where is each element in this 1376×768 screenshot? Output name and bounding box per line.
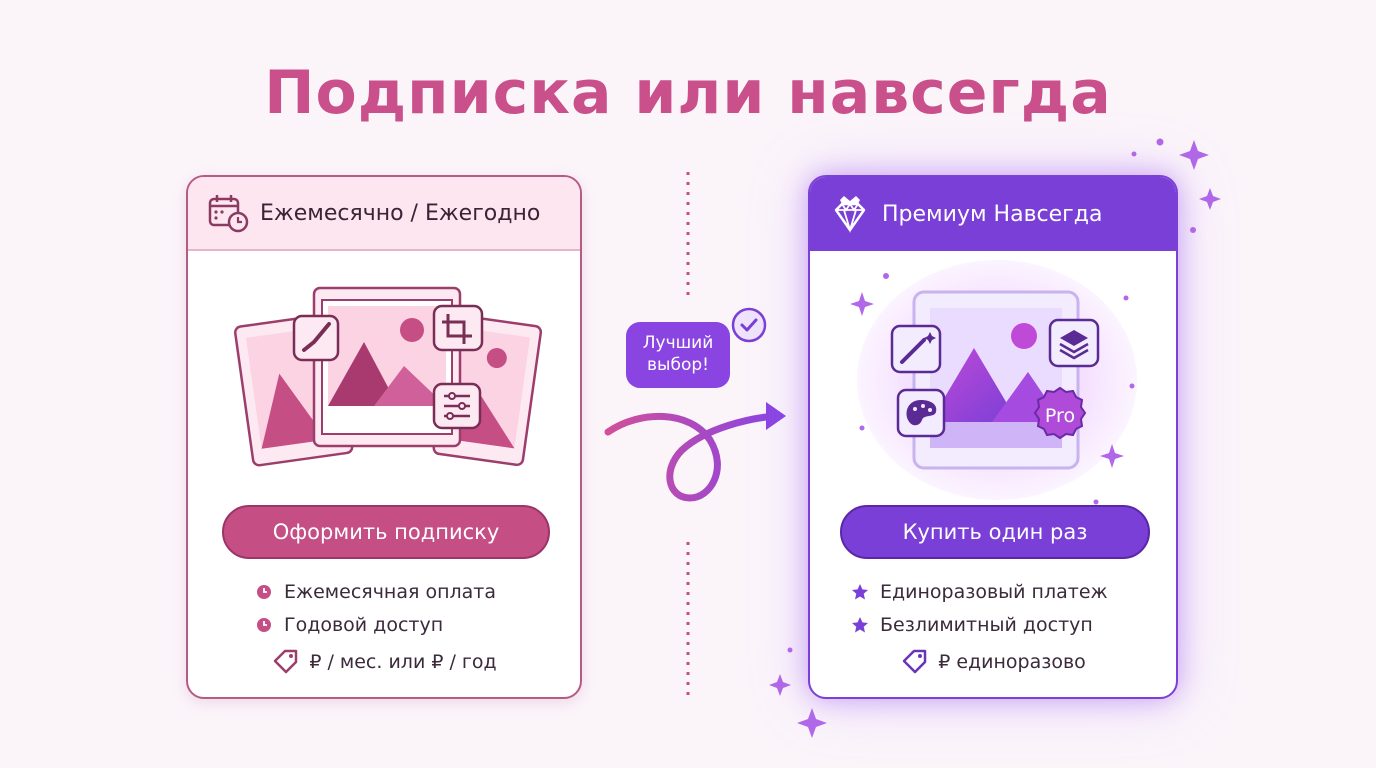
lifetime-price: ₽ единоразово <box>810 647 1176 677</box>
sparkle-icon <box>769 674 791 696</box>
clock-icon <box>257 617 271 632</box>
price-tag-icon <box>274 649 298 674</box>
sparkle-icon <box>1179 140 1209 170</box>
list-item: Безлимитный доступ <box>850 608 1108 641</box>
best-choice-badge: Лучший выбор! <box>626 322 730 388</box>
diamond-crown-icon <box>834 196 866 234</box>
price-label: ₽ единоразово <box>938 651 1086 673</box>
price-tag-icon <box>902 649 927 674</box>
sparkle-icon <box>1199 188 1221 210</box>
lifetime-features: Единоразовый платеж Безлимитный доступ <box>850 575 1108 641</box>
list-item: Годовой доступ <box>254 608 496 641</box>
feature-label: Единоразовый платеж <box>880 580 1108 603</box>
buy-once-button[interactable]: Купить один раз <box>840 505 1150 559</box>
feature-label: Ежемесячная оплата <box>284 580 497 603</box>
calendar-clock-icon <box>208 195 249 233</box>
list-item: Ежемесячная оплата <box>254 575 496 608</box>
star-icon <box>852 616 868 632</box>
clock-icon <box>257 584 271 599</box>
subscription-card-header: Ежемесячно / Ежегодно <box>188 177 580 251</box>
feature-label: Безлимитный доступ <box>880 613 1093 636</box>
price-label: ₽ / мес. или ₽ / год <box>309 651 497 673</box>
check-icon <box>731 307 767 343</box>
lifetime-card-title: Премиум Навсегда <box>882 201 1103 227</box>
photo-stack-illustration <box>233 286 543 467</box>
pro-badge-label: Pro <box>1044 405 1076 427</box>
loop-arrow-icon <box>604 402 786 502</box>
lifetime-card: Премиум Навсегда <box>808 175 1178 699</box>
subscription-price: ₽ / мес. или ₽ / год <box>188 647 580 677</box>
star-icon <box>852 583 868 599</box>
sparkle-icon <box>797 708 827 738</box>
subscription-card: Ежемесячно / Ежегодно <box>186 175 582 699</box>
page-title: Подписка или навсегда <box>264 58 1112 128</box>
premium-photo-illustration <box>857 260 1137 500</box>
subscribe-button[interactable]: Оформить подписку <box>222 505 550 559</box>
subscription-features: Ежемесячная оплата Годовой доступ <box>254 575 496 641</box>
feature-label: Годовой доступ <box>284 613 444 636</box>
divider <box>686 172 690 700</box>
lifetime-card-header: Премиум Навсегда <box>810 177 1176 251</box>
list-item: Единоразовый платеж <box>850 575 1108 608</box>
subscription-card-title: Ежемесячно / Ежегодно <box>260 200 541 226</box>
